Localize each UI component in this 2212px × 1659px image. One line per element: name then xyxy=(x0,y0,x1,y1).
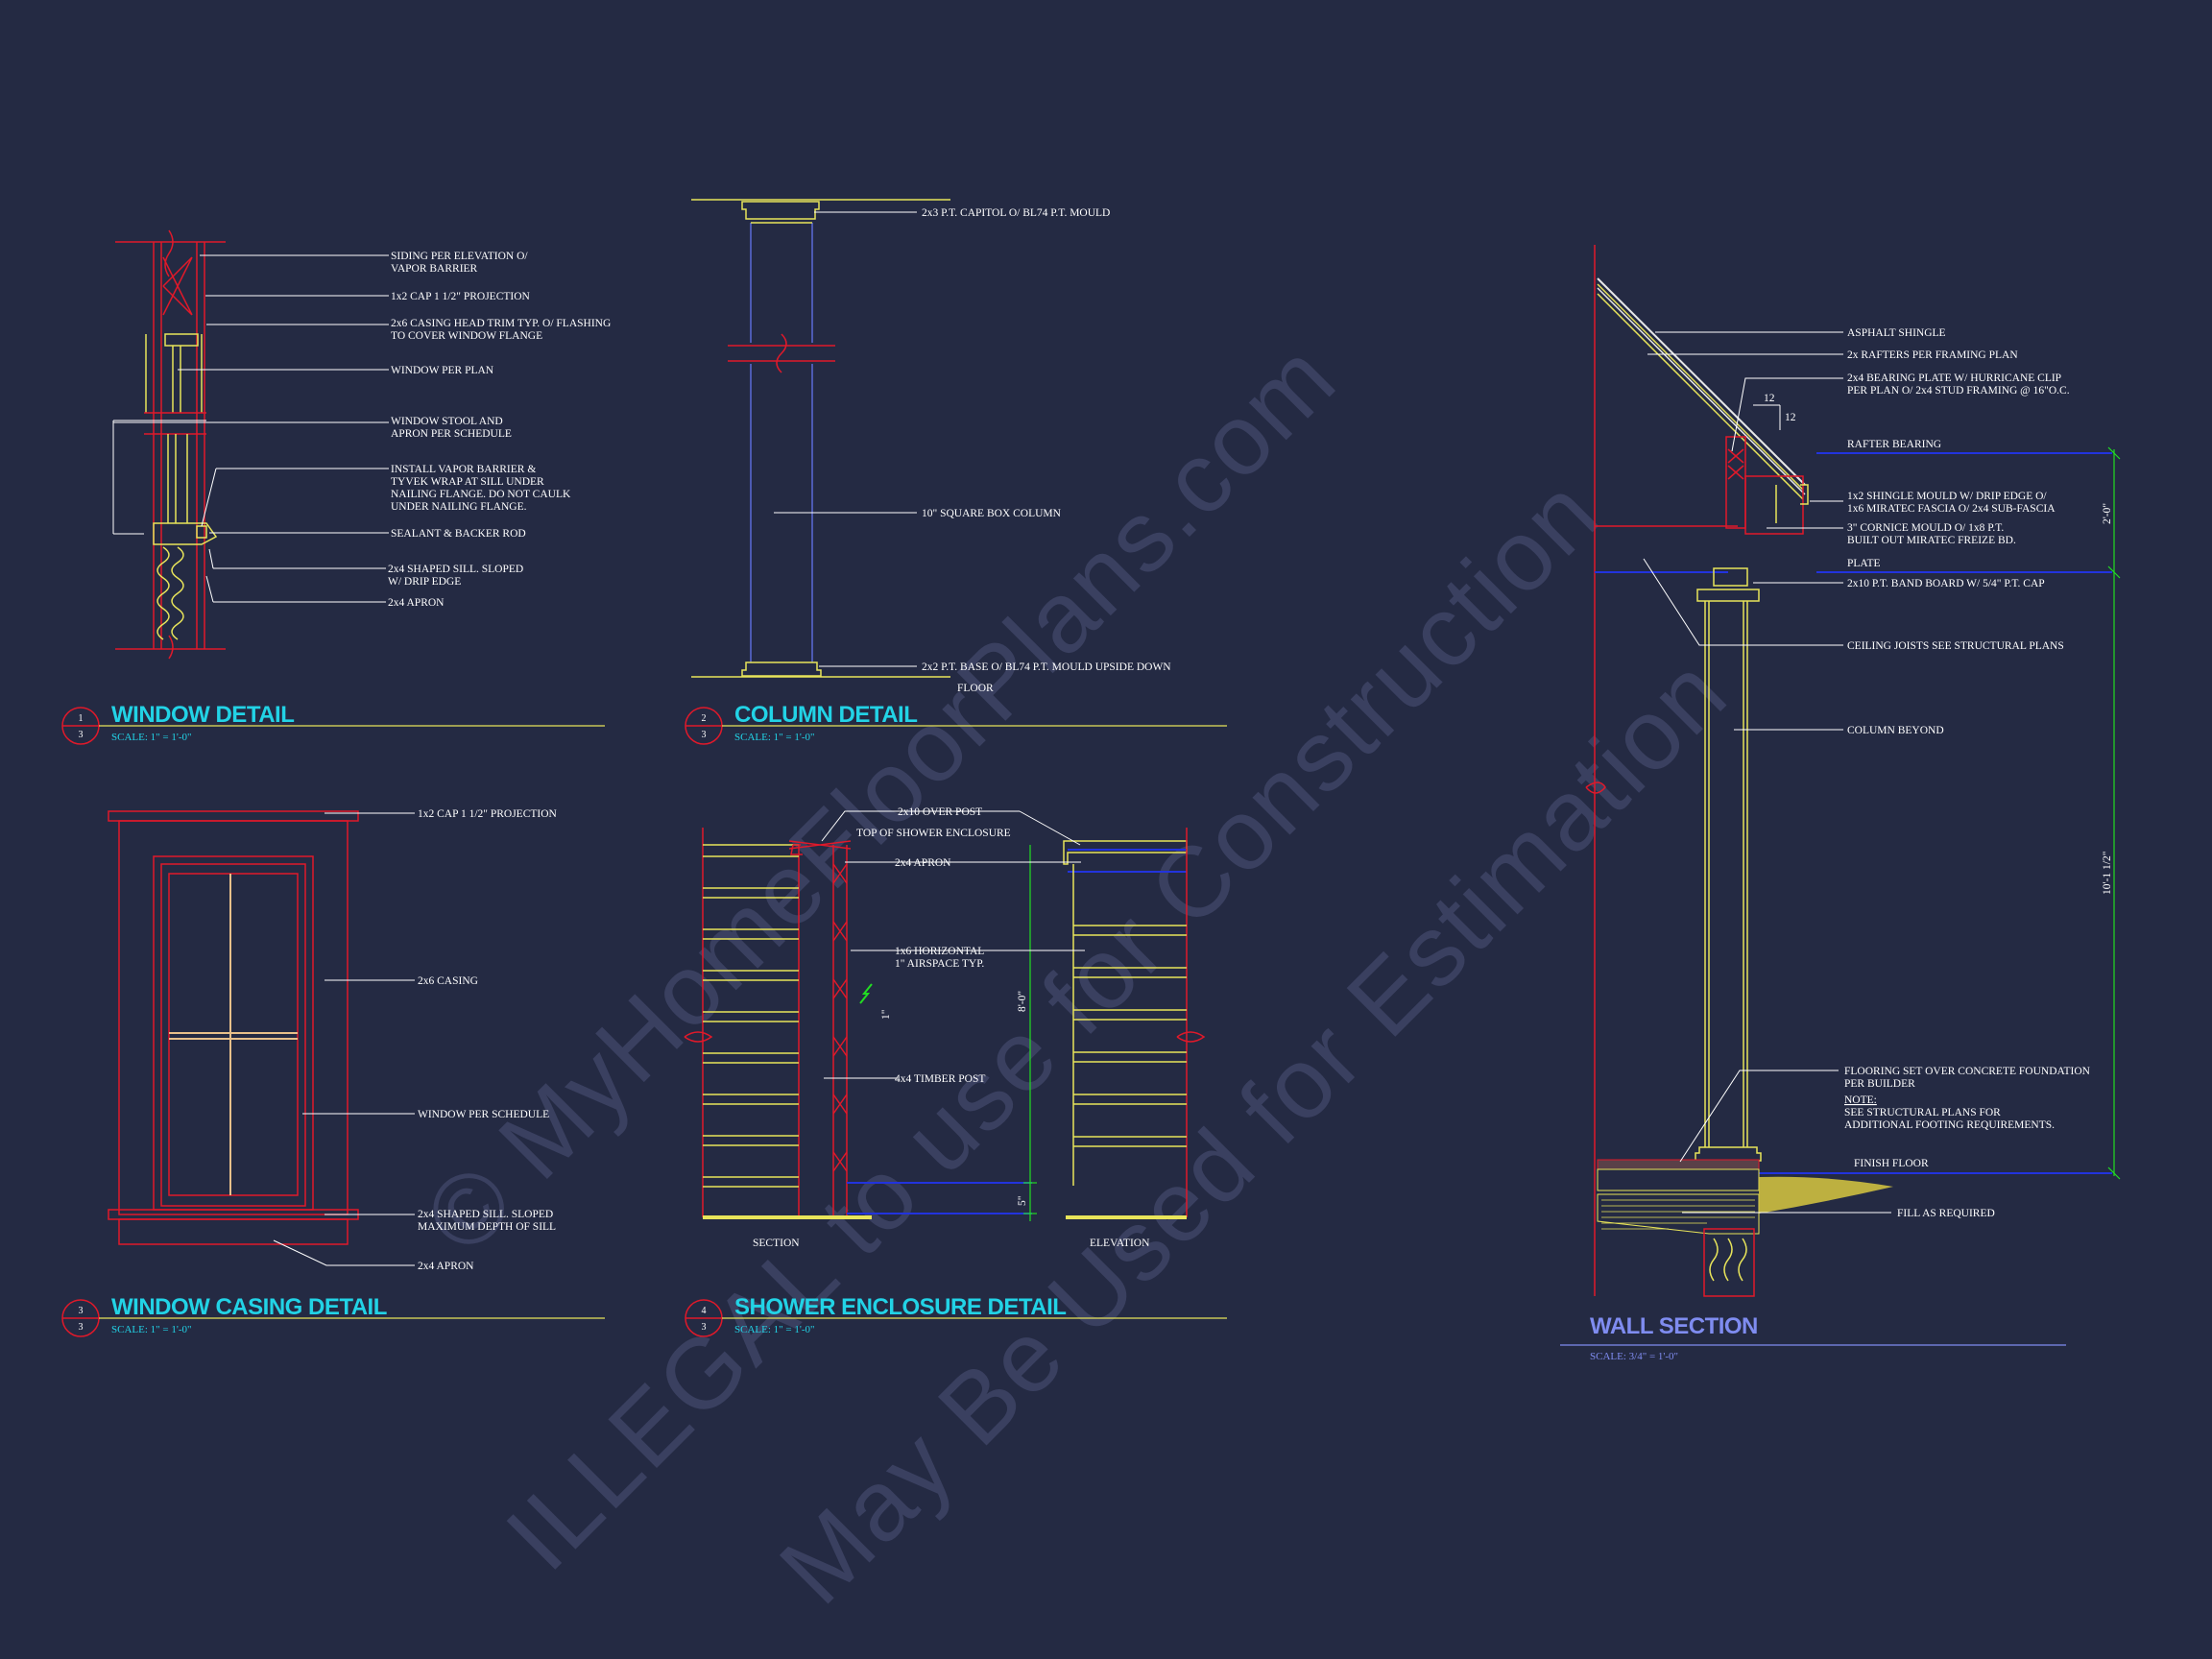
wall-note-cornice-2: BUILT OUT MIRATEC FREIZE BD. xyxy=(1847,535,2016,546)
window-note-sill-1: 2x4 SHAPED SILL. SLOPED xyxy=(388,564,523,575)
wall-dim-lower: 10'-1 1/2" xyxy=(2102,852,2113,895)
casing-note-apron: 2x4 APRON xyxy=(418,1261,474,1272)
shower-note-2x10: 2x10 OVER POST xyxy=(898,806,982,818)
shower-dim-height: 8'-0" xyxy=(1017,991,1028,1012)
column-bubble-top: 2 xyxy=(702,713,707,724)
column-detail-title-block: 2 3 COLUMN DETAIL SCALE: 1" = 1'-0" xyxy=(685,702,1227,745)
window-detail-title-block: 1 3 WINDOW DETAIL SCALE: 1" = 1'-0" xyxy=(61,702,605,745)
window-detail-scale: SCALE: 1" = 1'-0" xyxy=(111,732,191,743)
window-note-stool-1: WINDOW STOOL AND xyxy=(391,416,503,427)
shower-detail-title: SHOWER ENCLOSURE DETAIL xyxy=(734,1294,1066,1320)
shower-detail-scale: SCALE: 1" = 1'-0" xyxy=(734,1324,814,1335)
window-bubble-top: 1 xyxy=(79,713,84,724)
wall-note-bearing-2: PER PLAN O/ 2x4 STUD FRAMING @ 16"O.C. xyxy=(1847,385,2070,397)
wall-note-flooring-2: PER BUILDER xyxy=(1844,1078,1915,1090)
wall-pitch-rise: 12 xyxy=(1764,393,1775,404)
column-note-capitol: 2x3 P.T. CAPITOL O/ BL74 P.T. MOULD xyxy=(922,207,1110,219)
column-detail-scale: SCALE: 1" = 1'-0" xyxy=(734,732,814,743)
window-note-stool-2: APRON PER SCHEDULE xyxy=(391,428,512,440)
column-detail-notes: 2x3 P.T. CAPITOL O/ BL74 P.T. MOULD 10" … xyxy=(922,207,1171,694)
casing-detail-title: WINDOW CASING DETAIL xyxy=(111,1294,387,1320)
casing-note-sill-1: 2x4 SHAPED SILL. SLOPED xyxy=(418,1209,553,1220)
window-bubble-bottom: 3 xyxy=(79,730,84,740)
wall-section-notes: ASPHALT SHINGLE 2x RAFTERS PER FRAMING P… xyxy=(1764,327,2113,1219)
wall-note-column-beyond: COLUMN BEYOND xyxy=(1847,725,1944,736)
wall-note-band: 2x10 P.T. BAND BOARD W/ 5/4" P.T. CAP xyxy=(1847,578,2045,589)
window-note-casing-2: TO COVER WINDOW FLANGE xyxy=(391,330,542,342)
wall-note-note-2: ADDITIONAL FOOTING REQUIREMENTS. xyxy=(1844,1119,2055,1131)
window-note-vapor-4: UNDER NAILING FLANGE. xyxy=(391,501,527,513)
window-note-sill-2: W/ DRIP EDGE xyxy=(388,576,461,588)
window-note-cap: 1x2 CAP 1 1/2" PROJECTION xyxy=(391,291,531,302)
window-note-vapor-1: INSTALL VAPOR BARRIER & xyxy=(391,464,536,475)
shower-detail-title-block: 4 3 SHOWER ENCLOSURE DETAIL SCALE: 1" = … xyxy=(685,1294,1227,1337)
wall-note-shingle-mould-2: 1x6 MIRATEC FASCIA O/ 2x4 SUB-FASCIA xyxy=(1847,503,2056,515)
window-note-siding-2: VAPOR BARRIER xyxy=(391,263,478,275)
wall-note-finish-floor: FINISH FLOOR xyxy=(1854,1158,1929,1169)
wall-note-cornice-1: 3" CORNICE MOULD O/ 1x8 P.T. xyxy=(1847,522,2004,534)
wall-note-rafter-bearing: RAFTER BEARING xyxy=(1847,439,1941,450)
window-detail-notes: SIDING PER ELEVATION O/ VAPOR BARRIER 1x… xyxy=(388,251,611,609)
wall-pitch-run: 12 xyxy=(1785,412,1796,423)
shower-label-elevation: ELEVATION xyxy=(1090,1238,1150,1249)
column-bubble-bottom: 3 xyxy=(702,730,707,740)
shower-note-post: 4x4 TIMBER POST xyxy=(895,1073,985,1085)
wall-note-note-1: SEE STRUCTURAL PLANS FOR xyxy=(1844,1107,2001,1118)
wall-section-title: WALL SECTION xyxy=(1590,1313,1758,1339)
wall-section-drawing xyxy=(1585,245,2121,1297)
casing-bubble-bottom: 3 xyxy=(79,1322,84,1333)
wall-note-shingle-mould-1: 1x2 SHINGLE MOULD W/ DRIP EDGE O/ xyxy=(1847,491,2047,502)
column-note-box: 10" SQUARE BOX COLUMN xyxy=(922,508,1062,519)
window-note-apron: 2x4 APRON xyxy=(388,597,445,609)
shower-note-horizontal-1: 1x6 HORIZONTAL xyxy=(895,946,984,957)
column-detail-drawing xyxy=(691,199,950,678)
shower-note-top: TOP OF SHOWER ENCLOSURE xyxy=(856,828,1011,839)
casing-note-cap: 1x2 CAP 1 1/2" PROJECTION xyxy=(418,808,558,820)
casing-note-sill-2: MAXIMUM DEPTH OF SILL xyxy=(418,1221,556,1233)
shower-note-horizontal-2: 1" AIRSPACE TYP. xyxy=(895,958,984,970)
wall-note-fill: FILL AS REQUIRED xyxy=(1897,1208,1995,1219)
casing-detail-notes: 1x2 CAP 1 1/2" PROJECTION 2x6 CASING WIN… xyxy=(418,808,558,1272)
shower-dim-gap: 1" xyxy=(880,1010,892,1020)
wall-section-title-block: WALL SECTION SCALE: 3/4" = 1'-0" xyxy=(1560,1313,2066,1362)
window-note-sealant: SEALANT & BACKER ROD xyxy=(391,528,526,540)
wall-note-flooring-1: FLOORING SET OVER CONCRETE FOUNDATION xyxy=(1844,1066,2091,1077)
window-note-vapor-2: TYVEK WRAP AT SILL UNDER xyxy=(391,476,544,488)
casing-note-casing: 2x6 CASING xyxy=(418,975,478,987)
wall-note-rafters: 2x RAFTERS PER FRAMING PLAN xyxy=(1847,349,2018,361)
shower-bubble-bottom: 3 xyxy=(702,1322,707,1333)
shower-dim-small: 5" xyxy=(1017,1196,1028,1206)
window-detail-drawing xyxy=(112,229,389,660)
wall-section-scale: SCALE: 3/4" = 1'-0" xyxy=(1590,1351,1678,1362)
wall-note-ceiling-joists: CEILING JOISTS SEE STRUCTURAL PLANS xyxy=(1847,640,2064,652)
wall-note-plate: PLATE xyxy=(1847,558,1881,569)
column-note-base: 2x2 P.T. BASE O/ BL74 P.T. MOULD UPSIDE … xyxy=(922,661,1171,673)
shower-label-section: SECTION xyxy=(753,1238,800,1249)
wall-dim-upper: 2'-0" xyxy=(2102,503,2113,524)
shower-note-apron: 2x4 APRON xyxy=(895,857,951,869)
shower-enclosure-drawing xyxy=(684,810,1206,1221)
window-detail-title: WINDOW DETAIL xyxy=(111,702,294,728)
window-note-vapor-3: NAILING FLANGE. DO NOT CAULK xyxy=(391,489,571,500)
wall-note-shingle: ASPHALT SHINGLE xyxy=(1847,327,1946,339)
window-note-siding-1: SIDING PER ELEVATION O/ xyxy=(391,251,528,262)
column-note-floor: FLOOR xyxy=(957,683,994,694)
window-casing-drawing xyxy=(108,810,415,1266)
column-detail-title: COLUMN DETAIL xyxy=(734,702,917,728)
wall-note-note-label: NOTE: xyxy=(1844,1094,1877,1106)
casing-note-window: WINDOW PER SCHEDULE xyxy=(418,1109,549,1120)
shower-bubble-top: 4 xyxy=(702,1306,707,1316)
wall-note-bearing-1: 2x4 BEARING PLATE W/ HURRICANE CLIP xyxy=(1847,373,2061,384)
window-note-window: WINDOW PER PLAN xyxy=(391,365,494,376)
window-note-casing-1: 2x6 CASING HEAD TRIM TYP. O/ FLASHING xyxy=(391,318,611,329)
shower-detail-notes: 2x10 OVER POST TOP OF SHOWER ENCLOSURE 2… xyxy=(753,806,1150,1249)
casing-detail-title-block: 3 3 WINDOW CASING DETAIL SCALE: 1" = 1'-… xyxy=(61,1294,605,1337)
casing-bubble-top: 3 xyxy=(79,1306,84,1316)
casing-detail-scale: SCALE: 1" = 1'-0" xyxy=(111,1324,191,1335)
